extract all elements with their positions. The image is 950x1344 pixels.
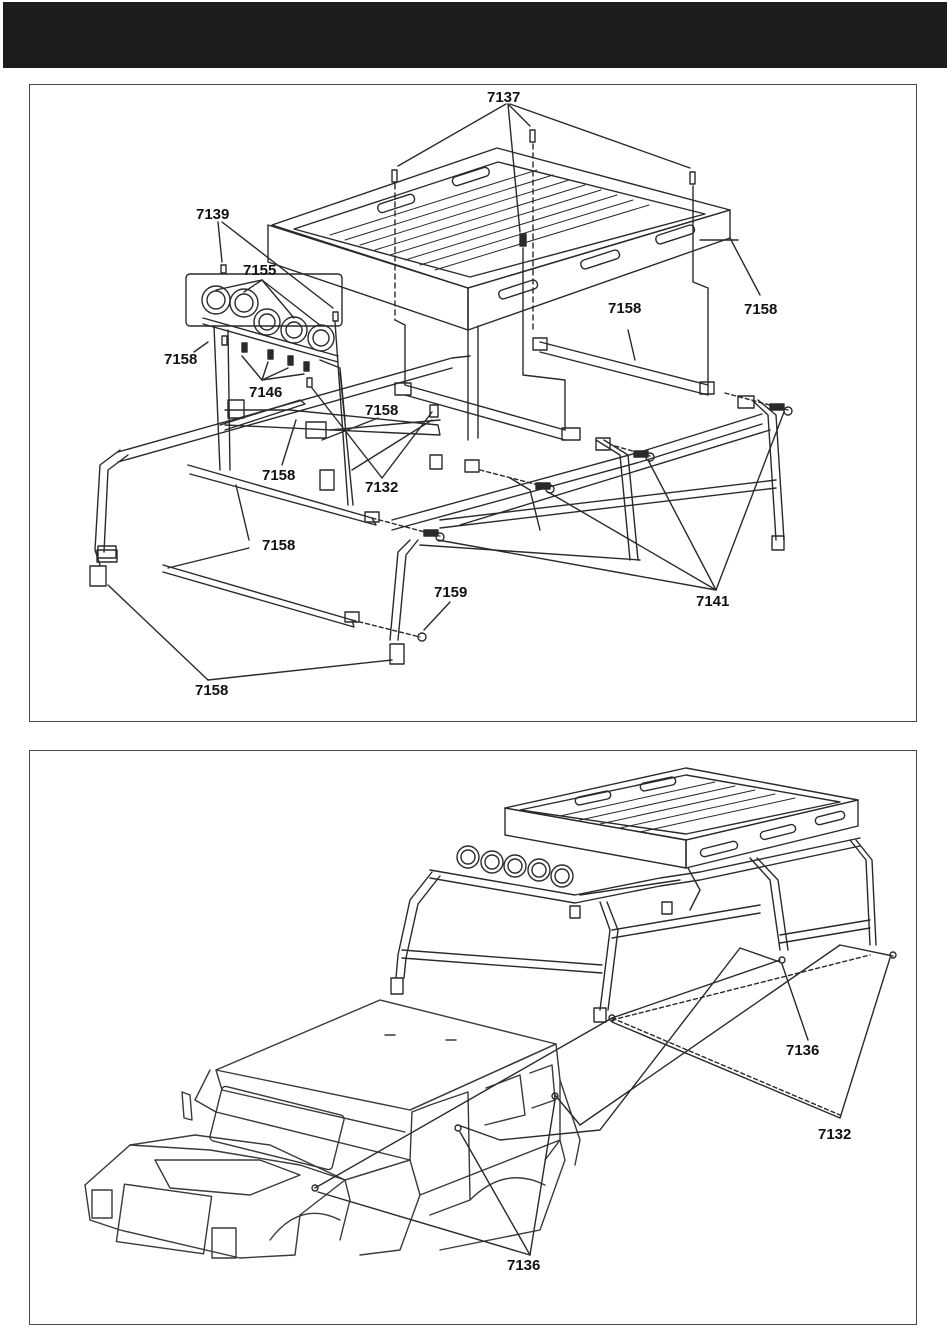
assembled-rack [391, 768, 876, 1022]
part-label-7136-bottom: 7136 [507, 1258, 540, 1273]
part-label-7136-right: 7136 [786, 1043, 819, 1058]
part-label-7132-step2: 7132 [818, 1127, 851, 1142]
truck-body [85, 1000, 580, 1258]
